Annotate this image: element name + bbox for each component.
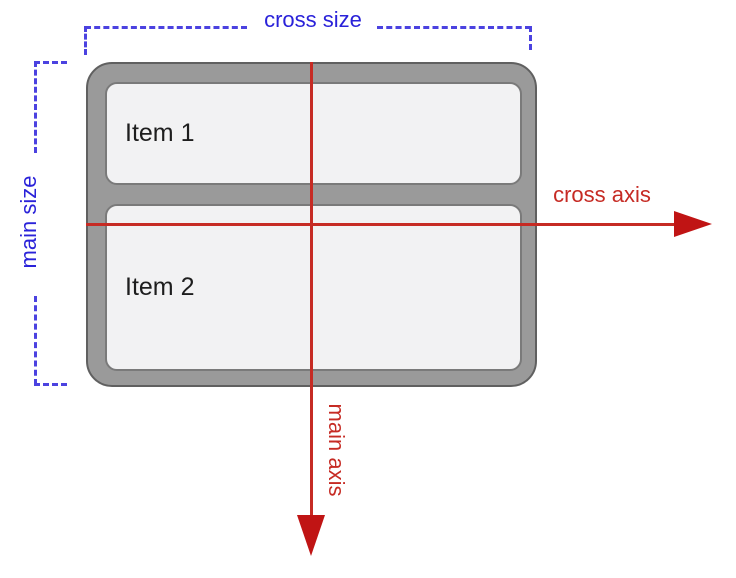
main-axis-arrowhead-icon xyxy=(297,515,325,556)
cross-size-bracket-right-tick xyxy=(529,26,532,50)
main-size-bracket-line-bottom xyxy=(34,296,37,385)
main-size-bracket-line-top xyxy=(34,61,37,153)
cross-size-bracket-line-right xyxy=(377,26,531,29)
flex-item-1: Item 1 xyxy=(105,82,522,185)
cross-axis-arrowhead-icon xyxy=(674,211,712,237)
main-size-bracket-bottom-tick xyxy=(34,383,67,386)
cross-axis-line xyxy=(86,223,676,226)
flex-item-1-label: Item 1 xyxy=(125,119,195,147)
cross-size-label: cross size xyxy=(264,7,362,32)
cross-size-bracket-line-left xyxy=(85,26,247,29)
flex-item-2: Item 2 xyxy=(105,204,522,371)
main-size-bracket-top-tick xyxy=(34,61,67,64)
main-size-label: main size xyxy=(16,175,41,269)
flex-item-2-label: Item 2 xyxy=(125,273,195,301)
main-axis-label: main axis xyxy=(324,403,349,497)
cross-size-bracket-left-tick xyxy=(84,26,87,55)
main-axis-line xyxy=(310,62,313,517)
cross-axis-label: cross axis xyxy=(553,182,651,207)
